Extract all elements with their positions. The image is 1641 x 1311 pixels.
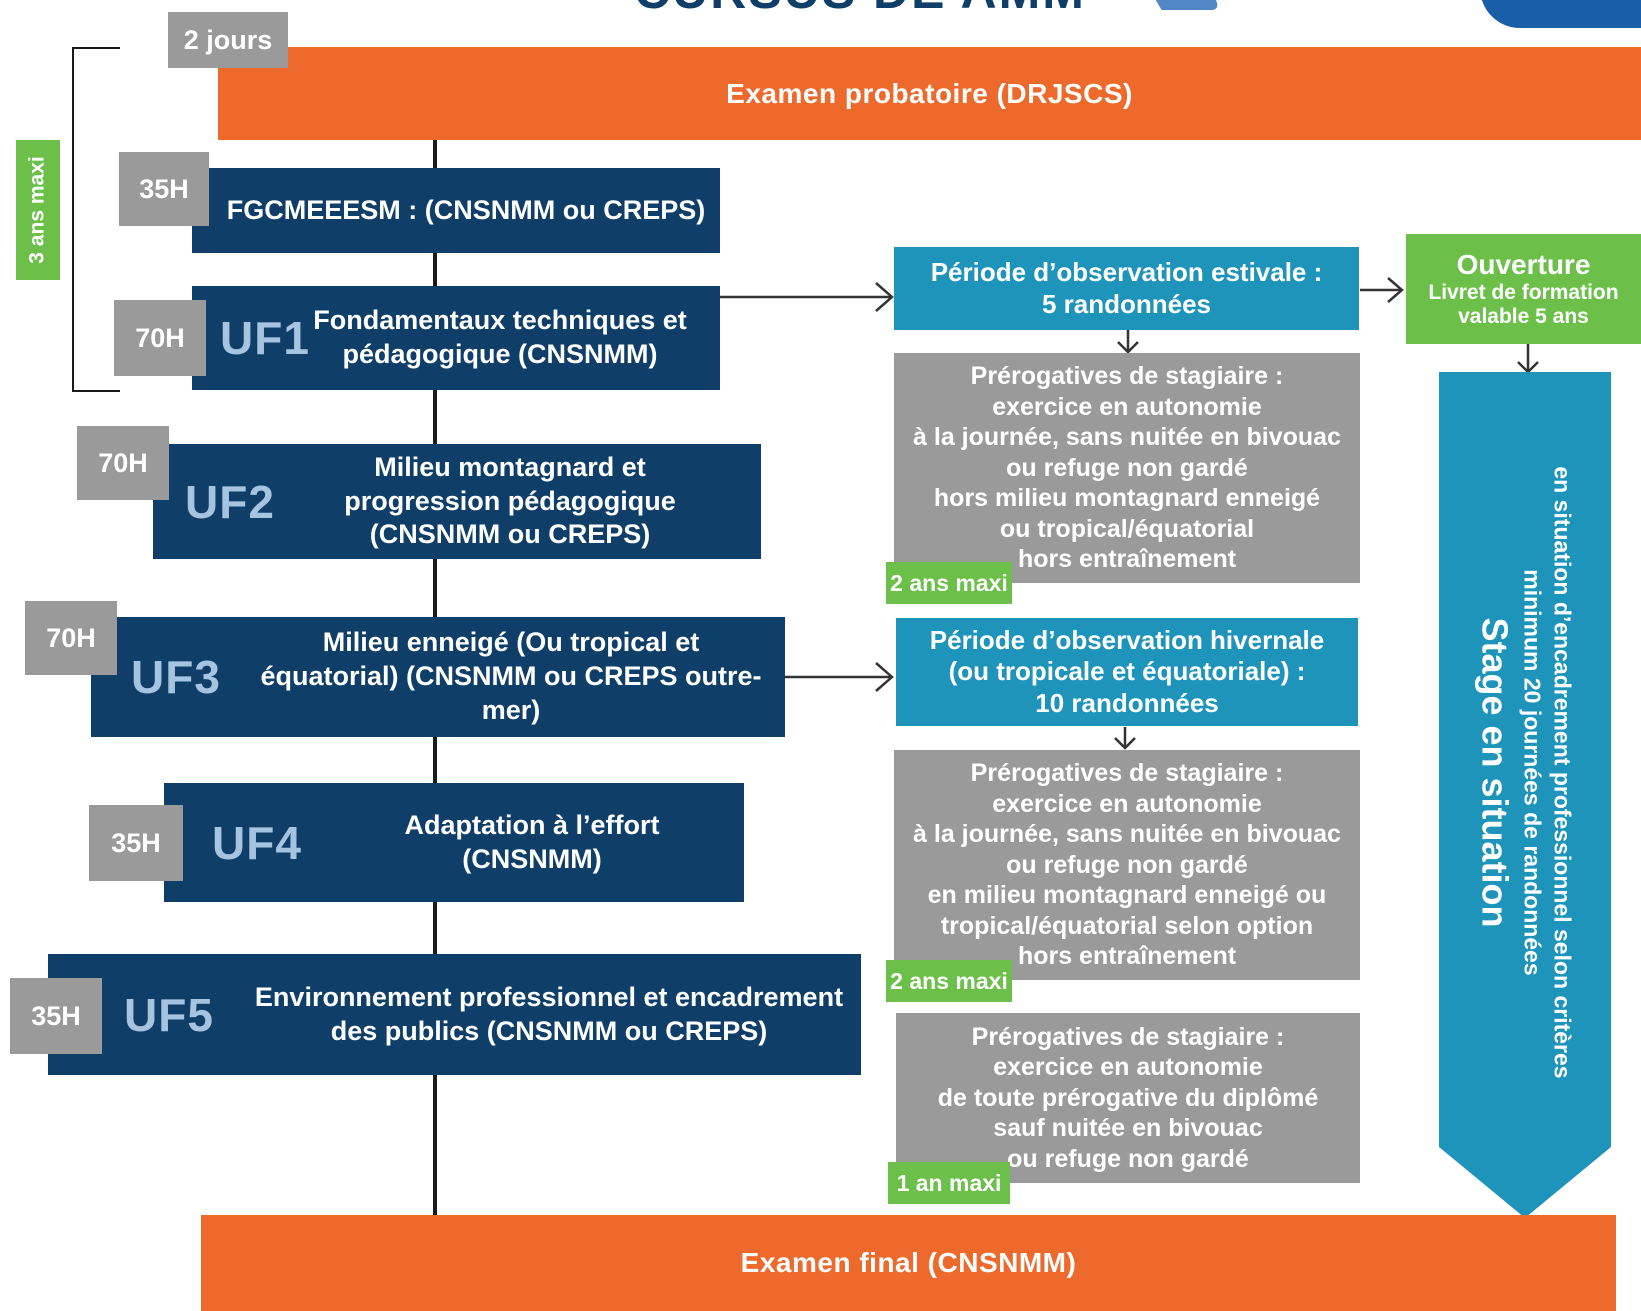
- prerogatives-box-1: Prérogatives de stagiaire : exercice en …: [894, 353, 1360, 583]
- limit-badge-3-ans: 3 ans maxi: [16, 140, 60, 280]
- observation-hivernale: Période d’observation hivernale (ou trop…: [896, 618, 1358, 726]
- decorative-arrow-shape: [1138, 0, 1222, 10]
- hours-badge: 35H: [10, 978, 102, 1054]
- observation-estivale: Période d’observation estivale : 5 rando…: [894, 247, 1359, 330]
- stage-line-1: minimum 20 journées de randonnées: [1519, 568, 1546, 976]
- logo-shape: [1480, 0, 1641, 28]
- limit-badge-1-an: 1 an maxi: [888, 1162, 1010, 1204]
- module-uf1: UF1 Fondamentaux techniques et pédagogiq…: [192, 286, 720, 390]
- badge-2-jours: 2 jours: [168, 12, 288, 68]
- limit-badge-2-ans: 2 ans maxi: [886, 960, 1012, 1002]
- stage-text-wrapper: Stage en situation minimum 20 journées d…: [1435, 372, 1615, 1172]
- prerogatives-box-2: Prérogatives de stagiaire : exercice en …: [894, 750, 1360, 980]
- module-uf5: UF5 Environnement professionnel et encad…: [48, 954, 861, 1075]
- module-uf2: UF2 Milieu montagnard et progression péd…: [153, 444, 761, 559]
- bracket: [72, 47, 120, 392]
- stage-title: Stage en situation: [1474, 616, 1516, 928]
- ouverture-title: Ouverture: [1456, 248, 1591, 280]
- ouverture-box: Ouverture Livret de formation valable 5 …: [1406, 234, 1641, 344]
- limit-badge-2-ans: 2 ans maxi: [886, 562, 1012, 604]
- exam-final-bar: Examen final (CNSNMM): [201, 1215, 1616, 1311]
- module-uf4: UF4 Adaptation à l’effort (CNSNMM): [164, 783, 744, 902]
- exam-probatoire-bar: Examen probatoire (DRJSCS): [218, 47, 1641, 140]
- diagram-title: CURSUS DE AMM: [600, 0, 1120, 16]
- hours-badge: 70H: [25, 601, 117, 675]
- prerogatives-box-3: Prérogatives de stagiaire : exercice en …: [896, 1013, 1360, 1183]
- module-fgcmeeesm: FGCMEEESM : (CNSNMM ou CREPS): [192, 168, 720, 253]
- exam-probatoire-label: Examen probatoire (DRJSCS): [726, 77, 1133, 109]
- hours-badge: 70H: [77, 426, 169, 500]
- module-uf3: UF3 Milieu enneigé (Ou tropical et équat…: [91, 617, 785, 737]
- stage-line-2: en situation d’encadrement professionnel…: [1549, 465, 1576, 1079]
- hours-badge: 35H: [119, 152, 209, 226]
- hours-badge: 35H: [89, 805, 183, 881]
- ouverture-subtitle: Livret de formation valable 5 ans: [1428, 280, 1619, 328]
- hours-badge: 70H: [114, 300, 206, 376]
- exam-final-label: Examen final (CNSNMM): [740, 1247, 1077, 1278]
- stage-arrow-shape: [1439, 372, 1611, 1218]
